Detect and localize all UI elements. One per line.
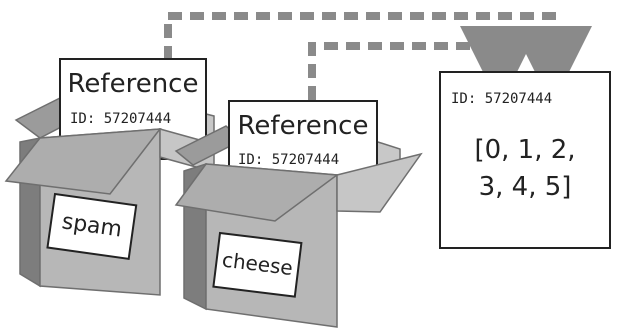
- spam-box: Reference ID: 57207444 spam: [4, 58, 215, 296]
- object-value-line2: 3, 4, 5]: [479, 172, 572, 202]
- object-id: ID: 57207444: [451, 91, 552, 107]
- cheese-card-id: ID: 57207444: [238, 152, 339, 168]
- spam-card-id: ID: 57207444: [70, 111, 171, 127]
- cheese-box-right-flap: [336, 152, 423, 213]
- spam-card-title: Reference: [68, 69, 199, 99]
- cheese-box-front-flap: [174, 163, 340, 222]
- cheese-box: Reference ID: 57207444 cheese: [174, 100, 423, 328]
- cheese-label-tag: [212, 231, 303, 298]
- cheese-card-title: Reference: [238, 111, 369, 141]
- cheese-box-label: cheese: [212, 231, 303, 298]
- object-box: ID: 57207444 [0, 1, 2, 3, 4, 5]: [439, 71, 611, 249]
- arrows: [164, 12, 592, 106]
- arrow-cheese-to-object: [308, 26, 540, 106]
- arrow-spam-to-object: [164, 12, 592, 106]
- object-value-line1: [0, 1, 2,: [474, 135, 575, 165]
- spam-box-label: spam: [46, 192, 138, 261]
- spam-label-tag: [46, 192, 138, 261]
- object-box-frame: [439, 71, 611, 249]
- spam-box-front-flap: [4, 128, 162, 195]
